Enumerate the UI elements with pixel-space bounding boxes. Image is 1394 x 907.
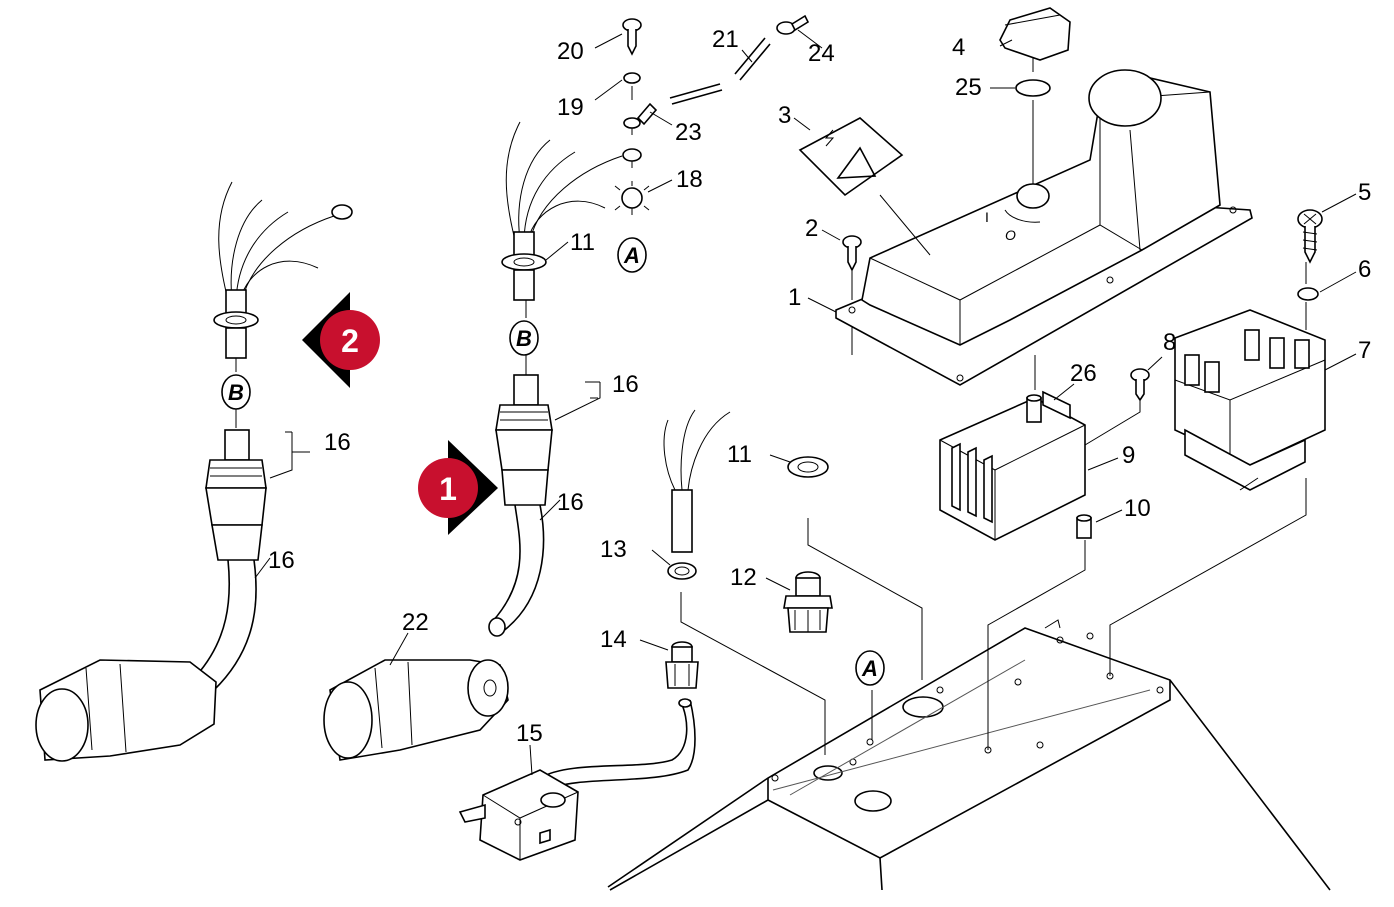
variant-marker-1: 1 xyxy=(418,440,498,535)
callout-23: 23 xyxy=(675,119,702,146)
lock-washer-18 xyxy=(614,181,650,215)
variant-marker-2: 2 xyxy=(302,292,380,388)
callout-16-d: 16 xyxy=(268,547,295,574)
switch-housing: I O xyxy=(835,69,1253,386)
connector-a-top: A xyxy=(617,237,647,273)
callout-5: 5 xyxy=(1358,179,1371,206)
variant-marker-2-label: 2 xyxy=(341,323,359,359)
callout-numbers: 1 2 3 4 5 6 7 8 9 10 11 11 12 13 14 15 1… xyxy=(268,26,1371,747)
base-plate xyxy=(607,619,1331,891)
callout-11-middle: 11 xyxy=(727,441,752,468)
relay-module xyxy=(939,390,1086,541)
callout-leaders xyxy=(254,29,1357,776)
ring-terminal-24 xyxy=(776,14,810,35)
callout-6: 6 xyxy=(1358,256,1371,283)
callout-16-a: 16 xyxy=(612,371,639,398)
callout-15: 15 xyxy=(516,720,543,747)
variant-marker-1-label: 1 xyxy=(439,471,457,507)
grommet-11-middle xyxy=(787,456,829,478)
callout-1: 1 xyxy=(788,284,801,311)
cable-wires-left xyxy=(213,181,353,359)
washer-6 xyxy=(1297,287,1319,301)
ring-terminal-23 xyxy=(623,102,658,129)
callout-10: 10 xyxy=(1124,495,1151,522)
connector-a-bottom-label: A xyxy=(861,656,878,681)
switch-on-mark: I xyxy=(985,209,989,225)
screw-20 xyxy=(622,18,642,56)
pressure-switch-15 xyxy=(458,698,696,861)
callout-4: 4 xyxy=(952,34,965,61)
rotary-knob xyxy=(999,7,1071,97)
callout-26: 26 xyxy=(1070,360,1097,387)
washer-19 xyxy=(623,72,641,84)
callout-19: 19 xyxy=(557,94,584,121)
cable-gland-variant-2 xyxy=(35,429,267,762)
callout-16-b: 16 xyxy=(557,489,584,516)
callout-20: 20 xyxy=(557,38,584,65)
callout-25: 25 xyxy=(955,74,982,101)
callout-11-upper: 11 xyxy=(570,229,595,256)
callout-18: 18 xyxy=(676,166,703,193)
cable-gland-14 xyxy=(665,641,699,689)
wire-21 xyxy=(669,37,771,105)
connector-b-left-label: B xyxy=(228,380,244,405)
screw-5 xyxy=(1297,209,1323,264)
cable-wires-upper xyxy=(501,121,642,301)
connector-a-bottom: A xyxy=(855,650,885,686)
callout-3: 3 xyxy=(778,102,791,129)
callout-22: 22 xyxy=(402,609,429,636)
connector-a-top-label: A xyxy=(623,243,640,268)
cable-gland-12 xyxy=(783,571,833,633)
spacer-10 xyxy=(1076,514,1092,539)
callout-16-c: 16 xyxy=(324,429,351,456)
callout-12: 12 xyxy=(730,564,757,591)
connector-b-middle: B xyxy=(509,320,539,356)
callout-14: 14 xyxy=(600,626,627,653)
cable-gland-variant-1 xyxy=(488,374,553,637)
plug-22 xyxy=(323,659,509,761)
connector-b-left: B xyxy=(221,374,251,410)
connector-b-middle-label: B xyxy=(516,326,532,351)
switch-off-mark: O xyxy=(1005,227,1016,243)
callout-7: 7 xyxy=(1358,337,1371,364)
wire-bundle-middle xyxy=(663,409,731,580)
callout-9: 9 xyxy=(1122,442,1135,469)
callout-13: 13 xyxy=(600,536,627,563)
warning-label xyxy=(798,117,931,256)
callout-21: 21 xyxy=(712,26,739,53)
contactor xyxy=(1174,309,1326,491)
callout-8: 8 xyxy=(1163,329,1176,356)
screw-8 xyxy=(1130,368,1150,402)
callout-2: 2 xyxy=(805,215,818,242)
callout-24: 24 xyxy=(808,40,835,67)
screw-2 xyxy=(842,235,862,272)
